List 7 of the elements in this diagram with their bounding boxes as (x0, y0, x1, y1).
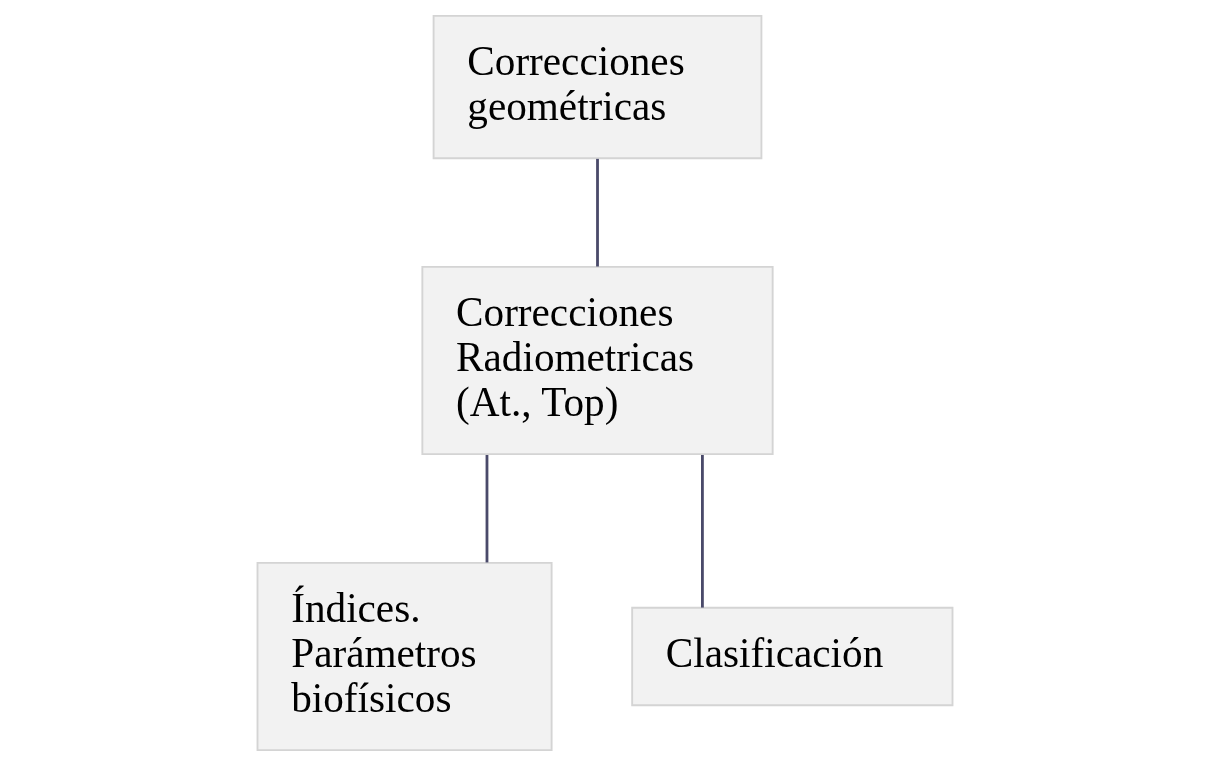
node-box: Correcciones geométricas (432, 14, 762, 160)
node-box: Correcciones Radiometricas (At., Top) (420, 265, 774, 456)
node-box: Índices. Parámetros biofísicos (256, 561, 553, 752)
connector (595, 158, 599, 267)
connector (700, 455, 704, 608)
node-box: Clasificación (630, 606, 953, 707)
connector (485, 455, 488, 563)
